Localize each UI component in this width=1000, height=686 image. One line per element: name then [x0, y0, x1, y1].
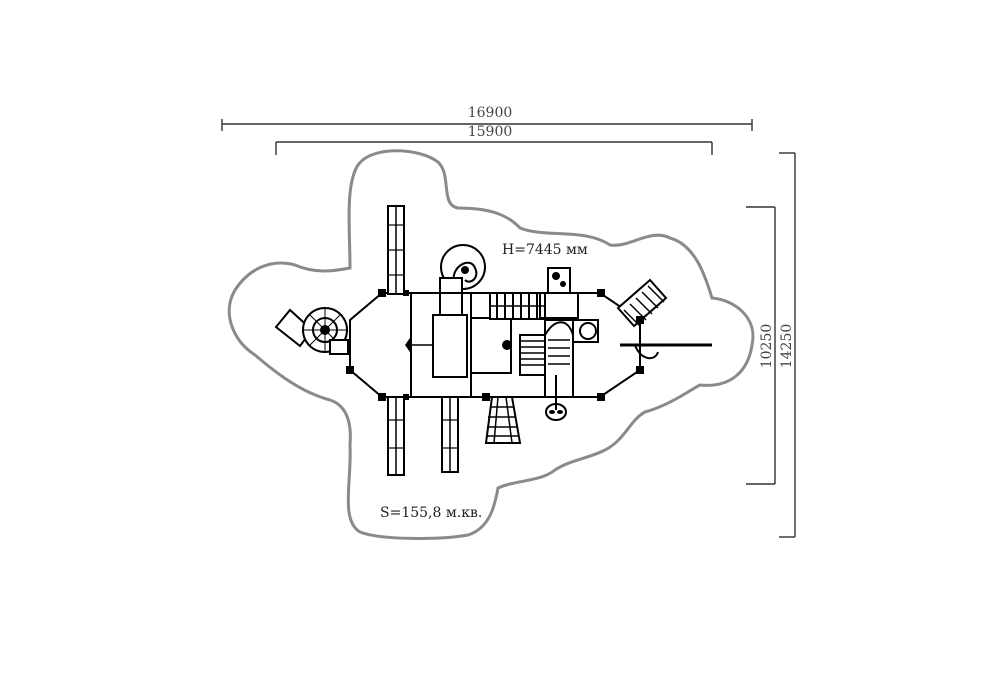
dimension-equipment-width: 15900: [275, 124, 713, 155]
bottom-ladder-right: [441, 396, 459, 473]
equipment-depth-label: 10250: [759, 324, 775, 369]
dimension-overall-width: 16900: [221, 105, 753, 131]
play-equipment-plan: [274, 205, 712, 476]
height-note: H=7445 мм: [502, 242, 588, 258]
equipment-width-label: 15900: [468, 124, 513, 140]
spiral-slide-left: [274, 307, 349, 355]
area-note: S=155,8 м.кв.: [380, 505, 482, 521]
bottom-ladder-left: [387, 396, 405, 476]
overall-depth-label: 14250: [779, 324, 795, 369]
small-tower-top: [539, 267, 579, 319]
center-stairs: [519, 319, 574, 398]
dimension-equipment-depth: 10250: [746, 206, 776, 485]
climbing-net-bottom: [484, 396, 522, 444]
spiral-tube-top: [439, 244, 486, 319]
overall-width-label: 16900: [468, 105, 513, 121]
bowsprit: [620, 343, 712, 360]
dimension-overall-depth: 14250: [779, 152, 796, 538]
bottom-rope-element: [545, 375, 567, 421]
safety-zone-outline: [227, 149, 755, 540]
deck-railing-top: [489, 292, 546, 320]
top-climbing-ladder: [387, 205, 405, 295]
deck-posts: [346, 289, 644, 401]
round-element: [572, 319, 599, 343]
